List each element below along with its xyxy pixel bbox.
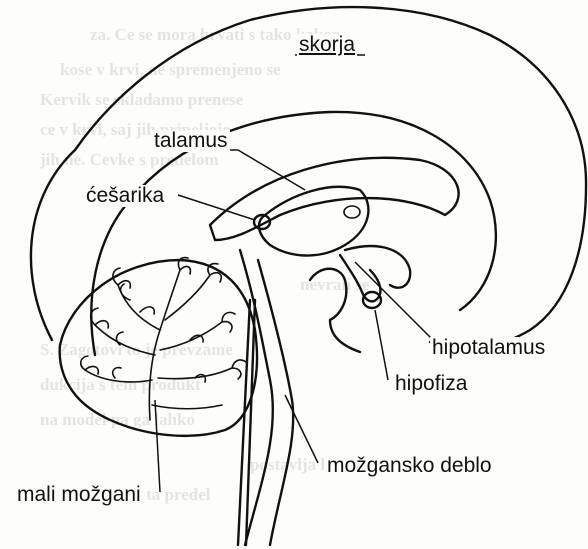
svg-text:Kervik se skladamo prenese: Kervik se skladamo prenese xyxy=(40,90,244,109)
label-skorja: skorja xyxy=(297,34,357,56)
thalamus-nucleus xyxy=(344,206,360,218)
hypophysis-shape xyxy=(363,292,381,308)
svg-text:na model pa ga lahko: na model pa ga lahko xyxy=(40,410,195,429)
label-talamus: talamus xyxy=(152,130,230,152)
label-mozgansko-deblo: možgansko deblo xyxy=(325,455,494,477)
label-hipofiza: hipofiza xyxy=(393,373,469,395)
label-hipotalamus: hipotalamus xyxy=(430,337,547,359)
spinal-canal xyxy=(238,300,255,545)
label-cesarika: ćešarika xyxy=(84,185,166,207)
cortex-outline xyxy=(31,7,586,347)
label-mali-mozgani: mali možgani xyxy=(15,484,143,506)
thalamus-shape xyxy=(259,187,368,256)
leader-hipotalamus xyxy=(355,262,470,345)
svg-text:kose v krvi, ne spremenjeno se: kose v krvi, ne spremenjeno se xyxy=(60,60,281,79)
leader-hipofiza xyxy=(375,310,388,380)
corpus-callosum xyxy=(210,158,459,240)
